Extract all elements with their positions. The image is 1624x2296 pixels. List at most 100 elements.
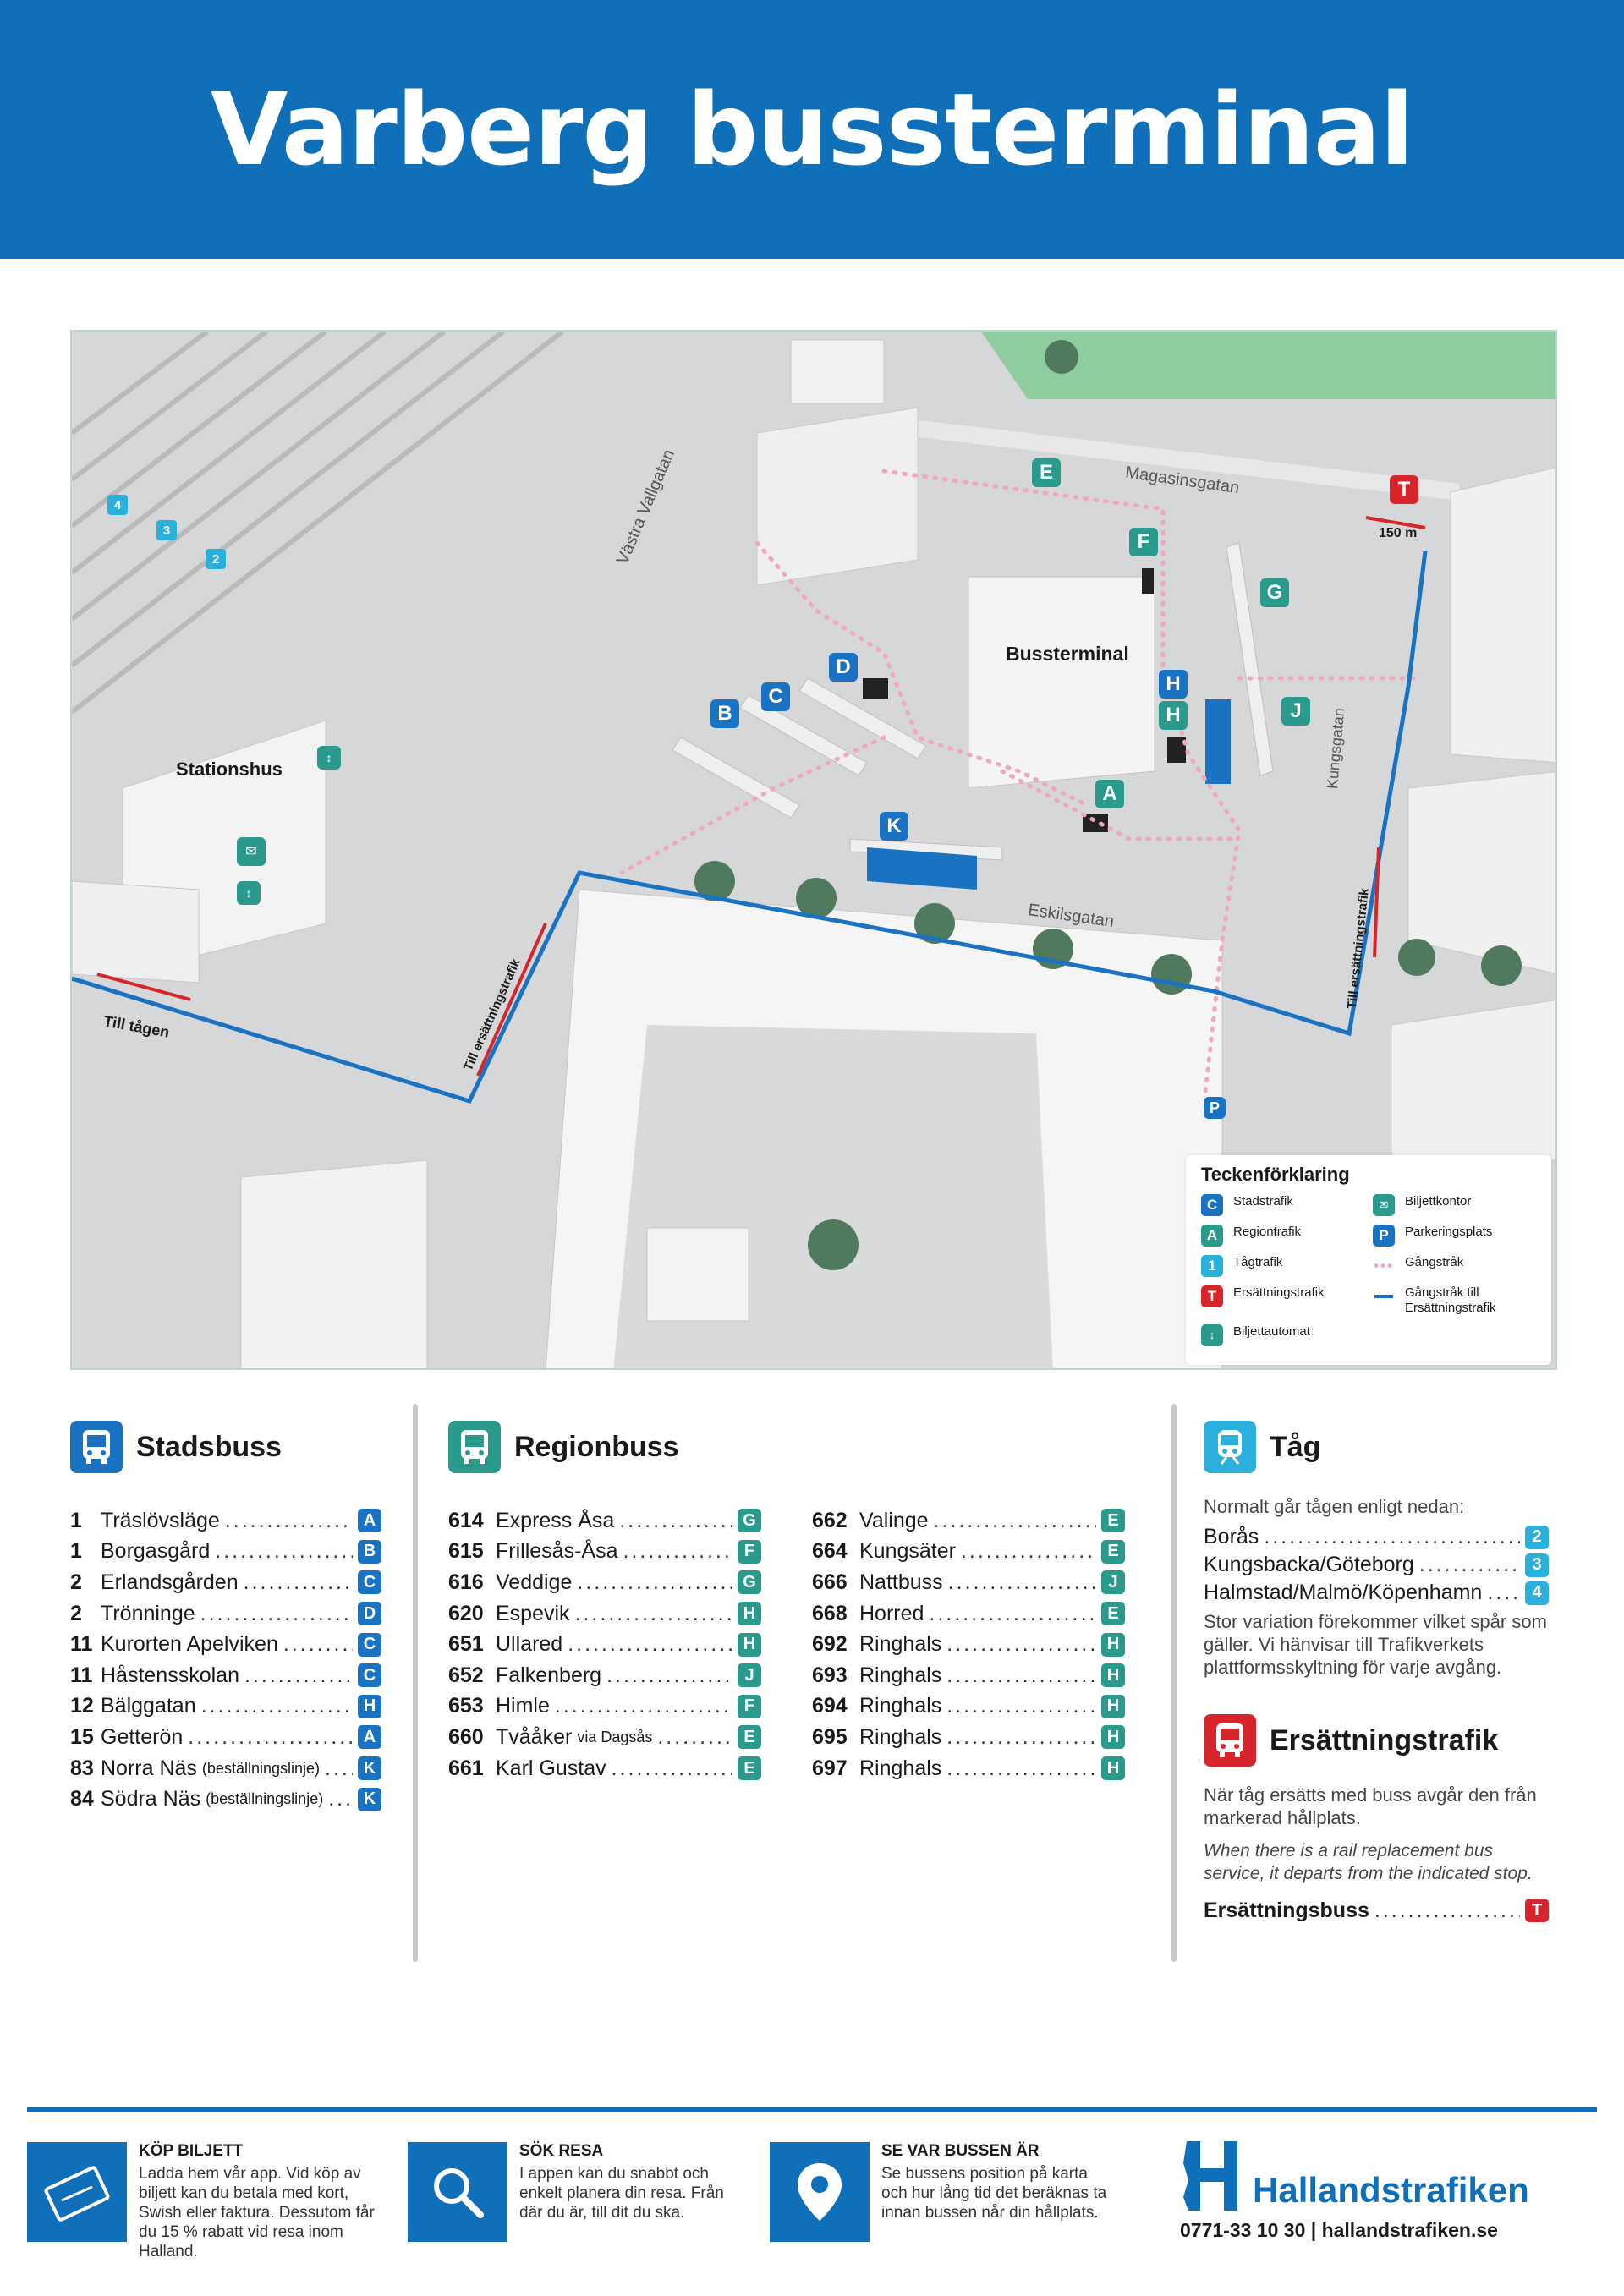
train-route-row[interactable]: Halmstad/Malmö/Köpenhamn................… bbox=[1204, 1579, 1549, 1607]
building-bussterminal bbox=[968, 576, 1155, 789]
stop-a-badge[interactable]: A bbox=[1095, 780, 1124, 808]
info-sok-resa: SÖK RESA I appen kan du snabbt och enkel… bbox=[408, 2142, 746, 2242]
stop-badge: H bbox=[1101, 1756, 1125, 1781]
stop-b-badge[interactable]: B bbox=[710, 699, 739, 728]
route-row[interactable]: 653Himle................................… bbox=[448, 1691, 761, 1723]
bus-icon bbox=[70, 1421, 123, 1473]
route-number: 697 bbox=[812, 1756, 848, 1780]
legend-label: Tågtrafik bbox=[1233, 1255, 1283, 1269]
parking-badge[interactable]: P bbox=[1204, 1097, 1226, 1119]
track-4-badge[interactable]: 4 bbox=[107, 495, 128, 515]
leader-dots: ........................................… bbox=[283, 1632, 353, 1657]
route-row[interactable]: 664Kungsäter............................… bbox=[812, 1537, 1125, 1568]
legend-title: Teckenförklaring bbox=[1201, 1164, 1350, 1185]
route-row[interactable]: 668Horred...............................… bbox=[812, 1598, 1125, 1630]
train-icon bbox=[1204, 1421, 1256, 1473]
route-number: 620 bbox=[448, 1601, 484, 1625]
brand-contact[interactable]: 0771-33 10 30 | hallandstrafiken.se bbox=[1180, 2219, 1498, 2241]
stop-g-badge[interactable]: G bbox=[1260, 578, 1289, 607]
route-row[interactable]: 2Erlandsgården..........................… bbox=[70, 1567, 381, 1598]
legend-item-biljettautomat: ↕Biljettautomat bbox=[1201, 1324, 1364, 1346]
route-name: Bälggatan bbox=[101, 1694, 196, 1718]
stop-c-badge[interactable]: C bbox=[761, 682, 790, 711]
route-row[interactable]: 1Borgasgård.............................… bbox=[70, 1537, 381, 1568]
leader-dots: ........................................… bbox=[577, 1570, 732, 1594]
route-row[interactable]: 615Frillesås-Åsa........................… bbox=[448, 1537, 761, 1568]
train-route-row[interactable]: Kungsbacka/Göteborg.....................… bbox=[1204, 1551, 1549, 1579]
legend-symbol: A bbox=[1201, 1225, 1223, 1247]
leader-dots: ........................................… bbox=[574, 1601, 732, 1625]
route-row[interactable]: 697Ringhals.............................… bbox=[812, 1753, 1125, 1784]
route-row[interactable]: 692Ringhals.............................… bbox=[812, 1629, 1125, 1660]
route-row[interactable]: 11Håstensskolan.........................… bbox=[70, 1660, 381, 1691]
stop-j-badge[interactable]: J bbox=[1281, 697, 1310, 726]
legend-label: Ersättningstrafik bbox=[1233, 1285, 1325, 1300]
route-row[interactable]: 12Bälggatan.............................… bbox=[70, 1691, 381, 1723]
building-station-small bbox=[72, 880, 200, 984]
route-number: 11 bbox=[70, 1663, 93, 1687]
route-row[interactable]: 694Ringhals.............................… bbox=[812, 1691, 1125, 1723]
terminal-map[interactable]: Stationshus Bussterminal Västra Vallgata… bbox=[70, 330, 1557, 1370]
info-kop-biljett: KÖP BILJETT Ladda hem vår app. Vid köp a… bbox=[27, 2142, 382, 2261]
ersattning-header: Ersättningstrafik bbox=[1204, 1714, 1549, 1767]
stadsbuss-section: Stadsbuss 1Träslövsläge.................… bbox=[70, 1421, 381, 1815]
stop-t-badge[interactable]: T bbox=[1390, 475, 1418, 504]
stop-h-badge-1[interactable]: H bbox=[1159, 670, 1188, 699]
leader-dots: ........................................… bbox=[946, 1694, 1096, 1718]
track-3-badge[interactable]: 3 bbox=[156, 520, 177, 540]
route-row[interactable]: 695Ringhals.............................… bbox=[812, 1722, 1125, 1753]
route-row[interactable]: 1Träslövsläge...........................… bbox=[70, 1505, 381, 1537]
route-row[interactable]: 616Veddige..............................… bbox=[448, 1567, 761, 1598]
stop-k-badge[interactable]: K bbox=[880, 812, 908, 841]
track-2-badge[interactable]: 2 bbox=[206, 549, 226, 569]
route-number: 666 bbox=[812, 1570, 848, 1594]
stop-badge: G bbox=[738, 1509, 761, 1533]
stop-h-badge-2[interactable]: H bbox=[1159, 701, 1188, 730]
route-row[interactable]: 693Ringhals.............................… bbox=[812, 1660, 1125, 1691]
replacement-route bbox=[72, 551, 1428, 1104]
route-row[interactable]: 620Espevik..............................… bbox=[448, 1598, 761, 1630]
route-note: (beställningslinje) bbox=[206, 1790, 324, 1808]
route-number: 695 bbox=[812, 1724, 848, 1749]
route-name: Norra Näs bbox=[101, 1756, 197, 1780]
leader-dots: ........................................… bbox=[933, 1508, 1096, 1532]
stop-e-badge[interactable]: E bbox=[1032, 458, 1061, 487]
route-number: 668 bbox=[812, 1601, 848, 1625]
route-name: Håstensskolan bbox=[101, 1663, 239, 1687]
leader-dots: ........................................… bbox=[1264, 1525, 1520, 1548]
route-row[interactable]: 2Trönninge..............................… bbox=[70, 1598, 381, 1630]
stop-badge: A bbox=[358, 1725, 381, 1750]
bus-platforms bbox=[672, 542, 1274, 861]
stop-badge: C bbox=[358, 1632, 381, 1657]
stop-d-badge[interactable]: D bbox=[829, 653, 858, 682]
leader-dots: ........................................… bbox=[960, 1539, 1096, 1564]
train-route-row[interactable]: Borås...................................… bbox=[1204, 1523, 1549, 1551]
route-name: Erlandsgården bbox=[101, 1570, 239, 1594]
route-row[interactable]: 662Valinge..............................… bbox=[812, 1505, 1125, 1537]
route-name: Ringhals bbox=[859, 1663, 942, 1687]
leader-dots: ........................................… bbox=[606, 1663, 732, 1687]
route-note: (beställningslinje) bbox=[201, 1759, 320, 1777]
leader-dots: ........................................… bbox=[568, 1632, 732, 1657]
route-number: 2 bbox=[70, 1570, 82, 1594]
route-row[interactable]: 651Ullared..............................… bbox=[448, 1629, 761, 1660]
building-bottom-left bbox=[240, 1159, 428, 1368]
park-area bbox=[981, 332, 1555, 399]
location-pin-icon bbox=[770, 2142, 870, 2242]
route-number: 614 bbox=[448, 1508, 484, 1532]
route-row[interactable]: 652Falkenberg...........................… bbox=[448, 1660, 761, 1691]
stop-f-badge[interactable]: F bbox=[1129, 528, 1158, 556]
ersattning-route-row[interactable]: Ersättningsbuss ........................… bbox=[1204, 1895, 1549, 1926]
building-right-mid bbox=[1407, 770, 1555, 974]
route-row[interactable]: 666Nattbuss.............................… bbox=[812, 1567, 1125, 1598]
route-row[interactable]: 15Getterön..............................… bbox=[70, 1722, 381, 1753]
tag-route-list: Borås...................................… bbox=[1204, 1523, 1549, 1607]
